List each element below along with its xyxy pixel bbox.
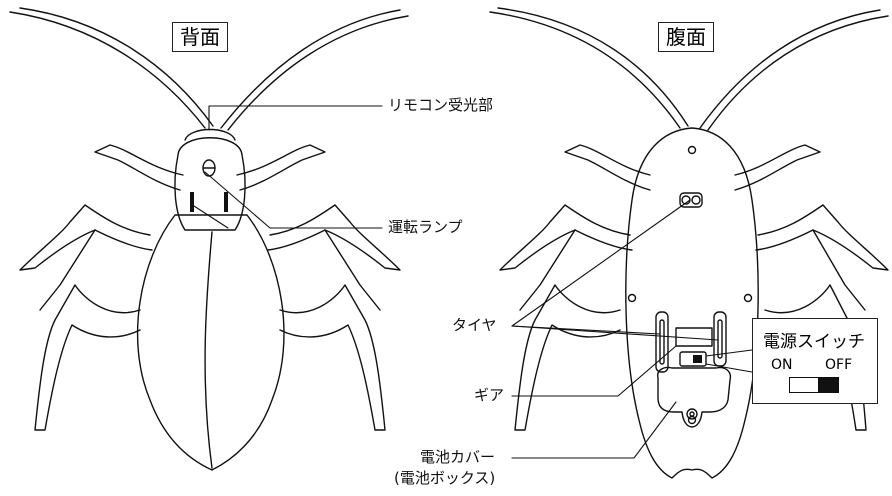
back-mid-leg-right [267, 204, 401, 271]
power-switch-graphic [789, 377, 839, 393]
belly-antenna-right [699, 9, 881, 129]
belly-body [625, 127, 759, 479]
belly-mid-leg-right-tip [812, 229, 866, 311]
belly-view-title: 腹面 [658, 22, 714, 52]
label-tire: タイヤ [452, 316, 497, 334]
belly-mid-leg-left-tip [519, 229, 576, 311]
belly-mid-leg-left [499, 204, 633, 271]
belly-screw-right [743, 293, 753, 303]
back-antenna-left [9, 11, 206, 129]
back-antenna-right [220, 9, 401, 129]
tire-front [679, 192, 703, 208]
back-antenna-left-inner [19, 7, 214, 127]
label-battery-box: (電池ボックス) [394, 469, 496, 487]
belly-front-leg-left [564, 144, 651, 191]
label-drive-lamp: 運転ランプ [388, 218, 463, 236]
label-battery-cover: 電池カバー [420, 448, 496, 466]
back-wings [136, 214, 285, 471]
leader-lines [193, 105, 753, 459]
back-mid-leg-left [19, 204, 153, 271]
belly-hind-leg-left [514, 284, 621, 431]
power-switch-title: 電源スイッチ [763, 332, 865, 352]
belly-view-illustration [489, 7, 889, 479]
belly-antenna-left-inner [497, 7, 689, 127]
back-view-title: 背面 [172, 22, 228, 52]
back-mid-leg-right-tip [324, 229, 381, 311]
belly-antenna-left [489, 11, 681, 129]
body-power-switch [679, 351, 707, 367]
drive-lamp-right [224, 192, 228, 212]
switch-on-label: ON [771, 357, 793, 373]
back-wing-seam [204, 231, 213, 469]
back-hind-leg-right [279, 284, 386, 431]
back-mid-leg-left-tip [39, 229, 96, 311]
back-pronotum [174, 137, 246, 231]
power-switch-inset: 電源スイッチ ON OFF [752, 318, 878, 404]
belly-screw-top [687, 145, 697, 155]
back-head [184, 128, 236, 141]
belly-antenna-right-inner [707, 15, 889, 131]
battery-cover-screw [687, 415, 697, 425]
label-gear: ギア [474, 386, 505, 404]
switch-off-label: OFF [825, 357, 853, 373]
back-front-leg-right [236, 144, 326, 191]
drive-lamp-left [190, 192, 194, 212]
back-view-illustration [9, 7, 409, 471]
belly-mid-leg-right [755, 204, 889, 271]
back-front-leg-left [94, 144, 184, 191]
belly-screw-left [627, 293, 637, 303]
power-switch-knob [818, 378, 838, 392]
back-hind-leg-left [34, 284, 141, 431]
tire-rear-left [655, 311, 669, 373]
back-antenna-right-inner [227, 15, 409, 131]
belly-front-leg-right [734, 144, 821, 191]
label-remote-receiver: リモコン受光部 [388, 96, 494, 114]
battery-cover [657, 366, 732, 428]
